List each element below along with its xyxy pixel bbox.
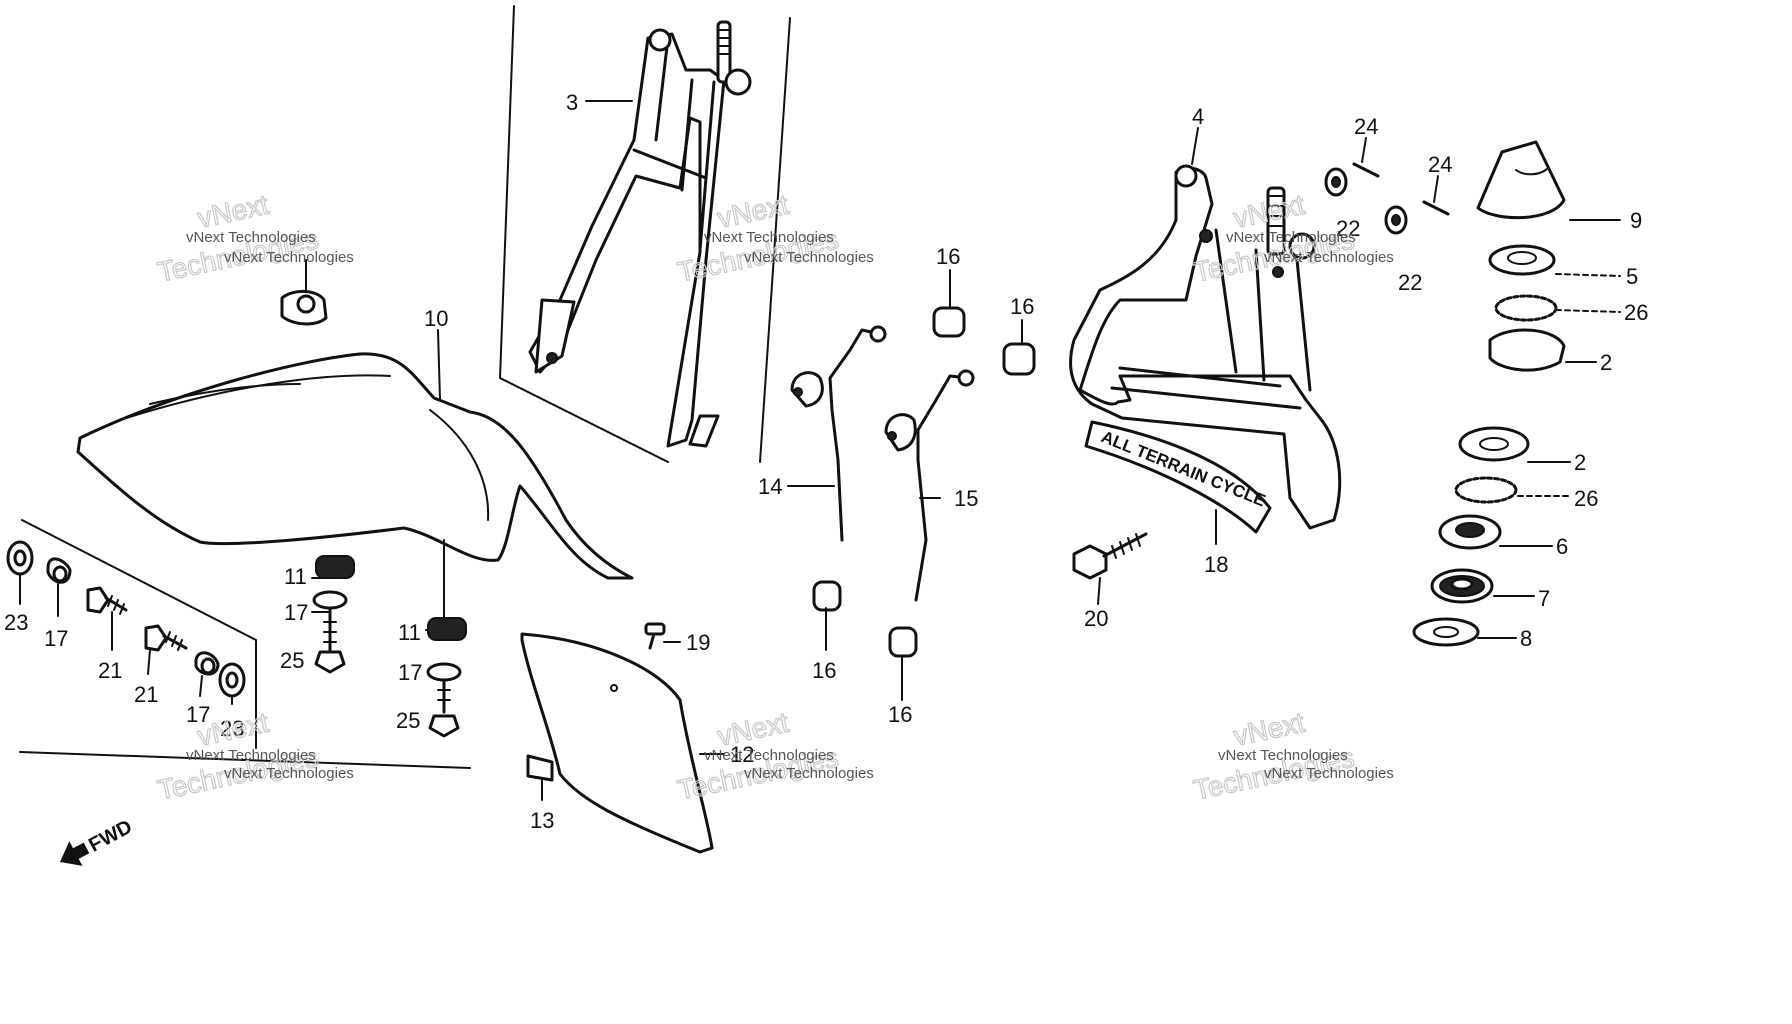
callout-8: 8	[1520, 626, 1532, 651]
callout-26: 26	[1574, 486, 1598, 511]
callout-11: 11	[398, 620, 421, 645]
callout-12: 12	[730, 742, 754, 767]
rod-part-15	[884, 369, 975, 602]
clip-part-13	[526, 754, 554, 782]
dust-seal-part-9	[1476, 140, 1566, 220]
callout-5: 5	[1626, 264, 1638, 289]
callout-25: 25	[280, 648, 304, 673]
forward-arrow: FWD	[60, 816, 136, 866]
mount-hardware-right	[426, 617, 467, 738]
decal-text: ALL TERRAIN CYCLE	[1099, 427, 1269, 510]
decal-part-18: ALL TERRAIN CYCLE	[1084, 420, 1272, 534]
svg-text:vNext Technologies: vNext Technologies	[704, 747, 834, 764]
callout-14: 14	[758, 474, 782, 499]
callout-2: 2	[1574, 450, 1586, 475]
seal-part-7	[1430, 568, 1494, 604]
svg-text:vNext: vNext	[715, 707, 792, 752]
leader-lines	[19, 100, 1621, 801]
callout-17: 17	[284, 600, 308, 625]
svg-text:vNext Technologies: vNext Technologies	[1264, 765, 1394, 782]
svg-text:vNext: vNext	[195, 189, 272, 234]
callout-21: 21	[98, 658, 122, 683]
callout-23: 23	[220, 716, 244, 741]
fender-part-10	[76, 352, 634, 580]
callout-21: 21	[134, 682, 158, 707]
number-plate-part-12	[520, 632, 714, 854]
svg-text:vNext Technologies: vNext Technologies	[1226, 229, 1356, 246]
svg-text:vNext: vNext	[1231, 707, 1308, 752]
svg-text:vNext Technologies: vNext Technologies	[224, 765, 354, 782]
bolt-part-20	[1072, 532, 1148, 580]
callout-23: 23	[4, 610, 28, 635]
grommets-part-16	[812, 306, 1036, 658]
callout-4: 4	[1192, 104, 1204, 129]
fwd-label: FWD	[85, 816, 136, 857]
callout-24: 24	[1428, 152, 1452, 177]
callout-16: 16	[888, 702, 912, 727]
callout-24: 24	[1354, 114, 1378, 139]
svg-text:vNext Technologies: vNext Technologies	[744, 249, 874, 266]
svg-text:vNext Technologies: vNext Technologies	[186, 229, 316, 246]
washer-part-8	[1412, 617, 1480, 647]
callout-22: 22	[1336, 216, 1360, 241]
callout-20: 20	[1084, 606, 1108, 631]
callout-19: 19	[686, 630, 710, 655]
watermark-3: vNext Technologies vNext Technologies vN…	[1190, 188, 1394, 288]
frame-panel-outline	[498, 5, 791, 463]
bearing-race-part-5	[1488, 244, 1556, 276]
callout-2: 2	[1600, 350, 1612, 375]
callout-16: 16	[936, 244, 960, 269]
mount-hardware-left	[312, 555, 355, 674]
callout-13: 13	[530, 808, 554, 833]
callout-17: 17	[398, 660, 422, 685]
callout-15: 15	[954, 486, 978, 511]
callout-16: 16	[812, 658, 836, 683]
svg-text:vNext Technologies: vNext Technologies	[224, 249, 354, 266]
callout-labels: 3 4 10 24 24 22 22 9 5 26 2 2 26 6 7 8 1…	[4, 90, 1648, 833]
svg-text:vNext Technologies: vNext Technologies	[1264, 249, 1394, 266]
callout-3: 3	[566, 90, 578, 115]
svg-text:vNext Technologies: vNext Technologies	[704, 229, 834, 246]
callout-6: 6	[1556, 534, 1568, 559]
callout-25: 25	[396, 708, 420, 733]
upper-frame-part-3	[528, 20, 752, 448]
bearing-part-6	[1438, 514, 1502, 550]
callout-17: 17	[186, 702, 210, 727]
panel-hardware	[6, 540, 246, 698]
callout-9: 9	[1630, 208, 1642, 233]
watermark-4: vNext Technologies vNext Technologies vN…	[154, 706, 354, 806]
svg-text:vNext Technologies: vNext Technologies	[744, 765, 874, 782]
svg-text:vNext: vNext	[715, 189, 792, 234]
svg-text:vNext: vNext	[1231, 189, 1308, 234]
small-bolts-part-24	[1352, 162, 1450, 216]
callout-7: 7	[1538, 586, 1550, 611]
callout-16: 16	[1010, 294, 1034, 319]
fork-bracket-part-4	[1069, 164, 1342, 530]
callout-18: 18	[1204, 552, 1228, 577]
callout-22: 22	[1398, 270, 1422, 295]
grommet-top-left	[280, 290, 328, 326]
svg-text:vNext Technologies: vNext Technologies	[186, 747, 316, 764]
cone-race-part-2	[1458, 328, 1566, 462]
washers-part-22	[1324, 167, 1408, 235]
hardware-panel-outline	[19, 519, 471, 769]
forward-arrow-icon	[60, 841, 90, 866]
steel-balls-part-26	[1454, 294, 1558, 504]
callout-26: 26	[1624, 300, 1648, 325]
watermark-6: vNext Technologies vNext Technologies vN…	[1190, 706, 1394, 806]
screw-part-19	[644, 622, 666, 650]
rod-part-14	[790, 325, 887, 542]
callout-10: 10	[424, 306, 448, 331]
callout-17: 17	[44, 626, 68, 651]
watermark-1: vNext Technologies vNext Technologies vN…	[154, 188, 354, 288]
watermark-5: vNext Technologies vNext Technologies vN…	[674, 706, 874, 806]
svg-text:vNext Technologies: vNext Technologies	[1218, 747, 1348, 764]
callout-11: 11	[284, 564, 307, 589]
